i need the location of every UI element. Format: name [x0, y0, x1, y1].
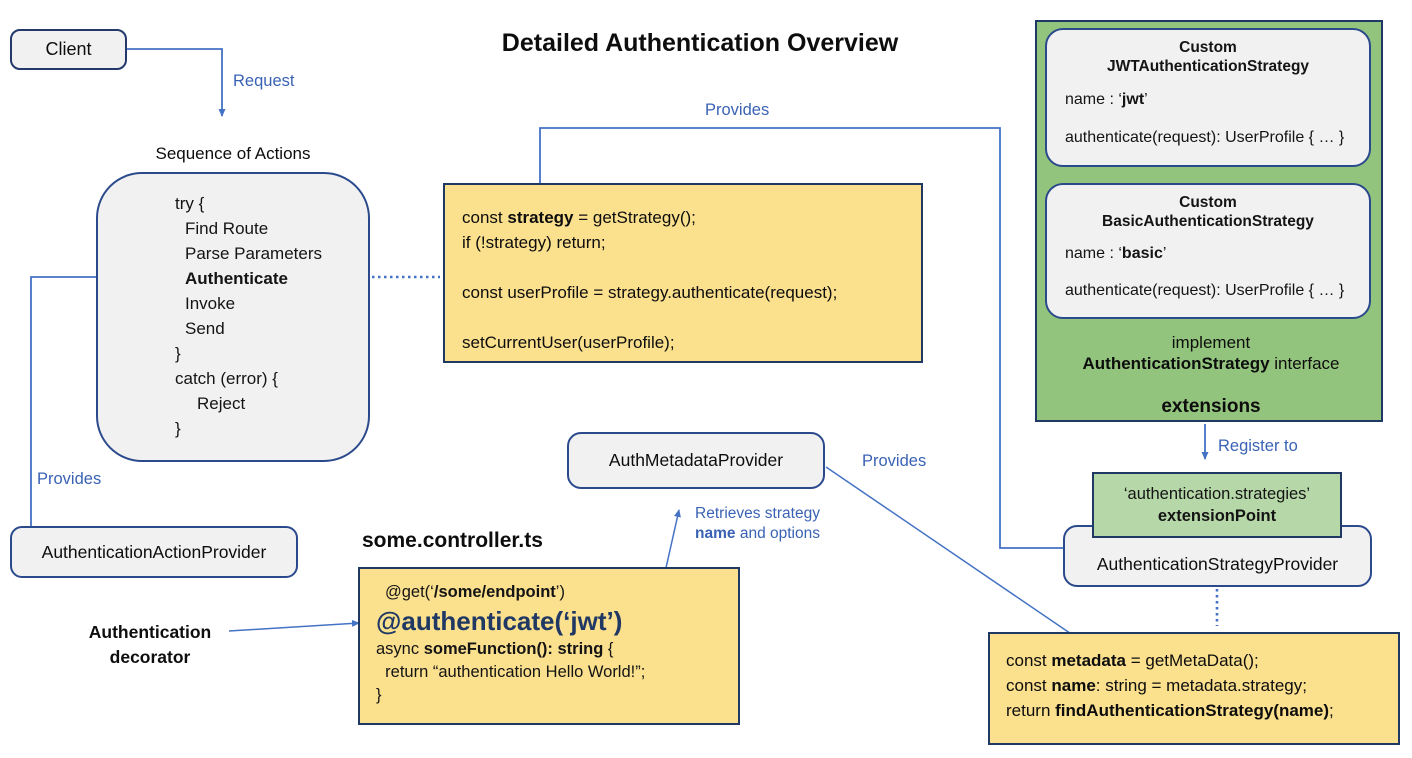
- get-decorator-line: @get(‘/some/endpoint’): [376, 581, 738, 604]
- code-seg: const: [1006, 676, 1052, 695]
- extension-point-node: ‘authentication.strategies’ extensionPoi…: [1092, 472, 1342, 538]
- find-strategy-call: findAuthenticationStrategy(name): [1055, 701, 1330, 720]
- code-blank-line: [462, 255, 921, 280]
- code-line: async someFunction(): string {: [376, 638, 738, 661]
- code-line: const strategy = getStrategy();: [462, 205, 921, 230]
- code-seg: = getMetaData();: [1126, 651, 1259, 670]
- seq-line-authenticate: Authenticate: [185, 269, 288, 288]
- retrieves-name-bold: name: [695, 525, 736, 542]
- jwt-method-line: authenticate(request): UserProfile { … }: [1065, 129, 1345, 146]
- auth-metadata-provider-node: AuthMetadataProvider: [567, 432, 825, 489]
- seq-line: }: [175, 419, 181, 438]
- client-label: Client: [45, 39, 92, 59]
- extension-point-binding-key: ‘authentication.strategies’: [1123, 485, 1311, 503]
- page-title: Detailed Authentication Overview: [501, 29, 899, 57]
- jwt-name-value: jwt: [1121, 91, 1145, 108]
- code-line: const name: string = metadata.strategy;: [1006, 673, 1398, 698]
- jwt-strategy-title-line1: Custom: [1179, 39, 1237, 56]
- extensions-container: Custom JWTAuthenticationStrategy name : …: [1035, 20, 1383, 422]
- retrieves-line2: name and options: [685, 524, 830, 544]
- basic-strategy-title-line1: Custom: [1179, 194, 1237, 211]
- decorator-label: Authentication decorator: [60, 620, 240, 670]
- sequence-node: try { Find Route Parse Parameters Authen…: [96, 172, 370, 462]
- endpoint-path: /some/endpoint: [433, 583, 556, 601]
- basic-strategy-title-line2: BasicAuthenticationStrategy: [1102, 213, 1314, 230]
- code-seg: return: [1006, 701, 1056, 720]
- basic-name-value: basic: [1121, 245, 1163, 262]
- strategy-provider-label: AuthenticationStrategyProvider: [1096, 553, 1339, 574]
- action-provider-node: AuthenticationActionProvider: [10, 526, 298, 578]
- code-seg: {: [603, 640, 614, 658]
- request-label: Request: [233, 72, 295, 90]
- decorator-label-line1: Authentication: [88, 622, 212, 642]
- code-seg: : string = metadata.strategy;: [1095, 676, 1307, 695]
- name-seg: name : ‘: [1065, 245, 1122, 262]
- seq-line: }: [175, 344, 181, 363]
- name-keyword: name: [1051, 676, 1096, 695]
- provides-top-label: Provides: [705, 101, 770, 119]
- auth-metadata-provider-label: AuthMetadataProvider: [608, 450, 784, 470]
- basic-method-line: authenticate(request): UserProfile { … }: [1065, 282, 1345, 299]
- decorator-arrow: [228, 619, 360, 632]
- code-line: setCurrentUser(userProfile);: [462, 333, 675, 352]
- implement-seg: interface: [1269, 354, 1340, 373]
- implement-line2: AuthenticationStrategy interface: [1057, 353, 1365, 374]
- provides-right-label: Provides: [862, 452, 927, 470]
- function-signature: someFunction(): string: [423, 640, 604, 658]
- code-seg: async: [376, 640, 424, 658]
- seq-line: Find Route: [185, 219, 269, 238]
- register-to-label: Register to: [1218, 437, 1298, 455]
- seq-line: catch (error) {: [175, 369, 278, 388]
- code-line: if (!strategy) return;: [462, 233, 606, 252]
- code-line: const userProfile = strategy.authenticat…: [462, 283, 838, 302]
- retrieves-label: Retrieves strategy name and options: [685, 504, 830, 544]
- provides-left-label: Provides: [37, 470, 102, 488]
- code-seg: = getStrategy();: [573, 208, 696, 227]
- code-seg: ;: [1329, 701, 1334, 720]
- code-seg: const: [462, 208, 508, 227]
- code-line: const metadata = getMetaData();: [1006, 648, 1398, 673]
- code-blank-line: [462, 305, 921, 330]
- implement-line1: implement: [1171, 333, 1251, 352]
- retrieves-line1: Retrieves strategy: [695, 505, 820, 522]
- extension-point-type: extensionPoint: [1157, 507, 1277, 525]
- name-seg: ’: [1162, 245, 1167, 262]
- name-seg: ’: [1144, 91, 1148, 108]
- metadata-code-box: const metadata = getMetaData(); const na…: [988, 632, 1400, 745]
- strategy-keyword: strategy: [507, 208, 574, 227]
- seq-line: Reject: [197, 394, 246, 413]
- code-seg: ’): [555, 583, 565, 601]
- code-line: return “authentication Hello World!”;: [376, 663, 646, 681]
- controller-file-title: some.controller.ts: [362, 529, 543, 552]
- metadata-keyword: metadata: [1051, 651, 1126, 670]
- sequence-title: Sequence of Actions: [155, 144, 311, 163]
- jwt-strategy-card: Custom JWTAuthenticationStrategy name : …: [1045, 28, 1371, 167]
- request-arrow: [127, 48, 226, 117]
- controller-code-box: @get(‘/some/endpoint’) @authenticate(‘jw…: [358, 567, 740, 725]
- code-seg: const: [1006, 651, 1052, 670]
- seq-line: Parse Parameters: [185, 244, 322, 263]
- basic-strategy-card: Custom BasicAuthenticationStrategy name …: [1045, 183, 1371, 319]
- extensions-label: extensions: [1161, 396, 1261, 417]
- client-node: Client: [10, 29, 127, 70]
- jwt-strategy-title-line2: JWTAuthenticationStrategy: [1106, 58, 1310, 75]
- code-line: }: [376, 686, 382, 704]
- basic-name-line: name : ‘basic’: [1047, 245, 1369, 263]
- implement-interface-name: AuthenticationStrategy: [1082, 354, 1270, 373]
- seq-line: Invoke: [185, 294, 236, 313]
- implement-note: implement AuthenticationStrategy interfa…: [1057, 332, 1365, 374]
- name-seg: name : ‘: [1065, 91, 1122, 108]
- decorator-label-line2: decorator: [109, 647, 191, 667]
- action-provider-label: AuthenticationActionProvider: [41, 541, 267, 562]
- strategy-code-box: const strategy = getStrategy(); if (!str…: [443, 183, 923, 363]
- retrieves-seg: and options: [735, 525, 820, 542]
- code-line: return findAuthenticationStrategy(name);: [1006, 698, 1398, 723]
- code-seg: @get(‘: [385, 583, 434, 601]
- seq-line: Send: [185, 319, 225, 338]
- seq-line: try {: [175, 194, 205, 213]
- provides-metadata-arrow: [825, 466, 1084, 643]
- authenticate-decorator-line: @authenticate(‘jwt’): [376, 606, 623, 636]
- jwt-name-line: name : ‘jwt’: [1047, 91, 1369, 109]
